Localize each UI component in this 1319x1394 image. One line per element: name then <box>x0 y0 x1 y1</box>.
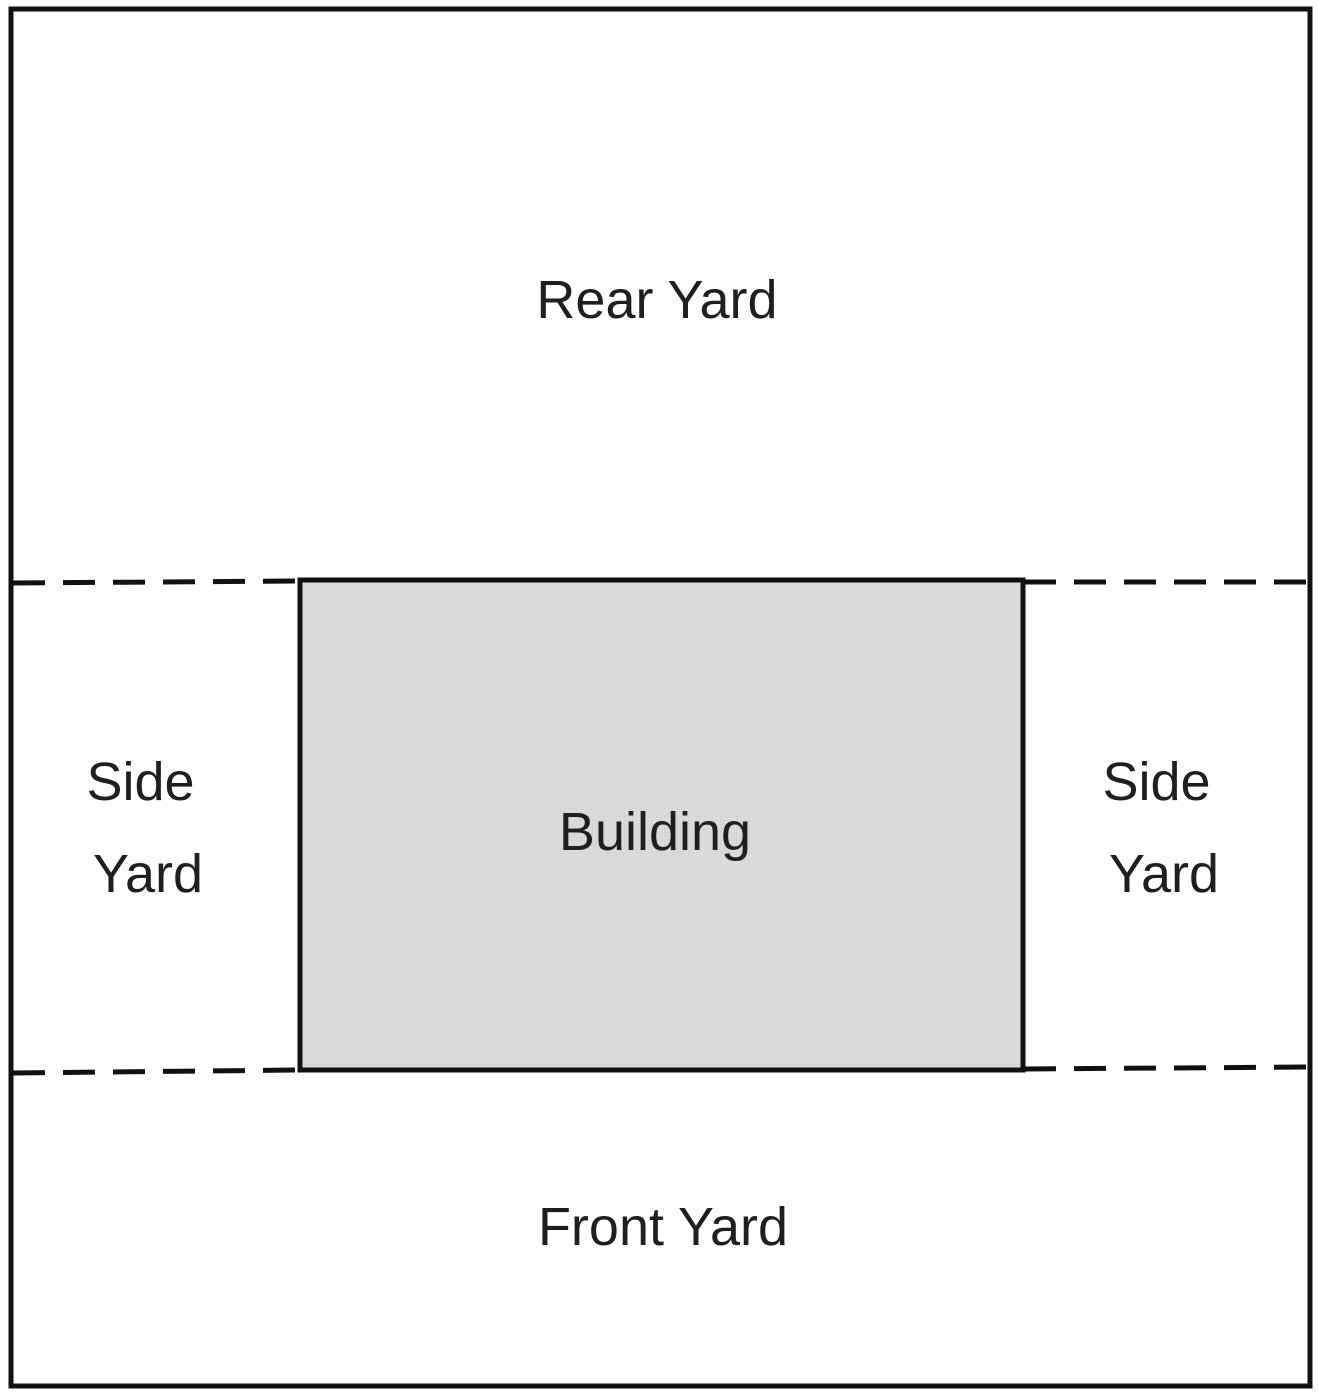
side-yard-left-label: Side Yard <box>86 752 209 904</box>
rear-yard-label: Rear Yard <box>536 270 777 330</box>
side-yard-right-line-2: Yard <box>1109 844 1219 904</box>
side-yard-right-line-1: Side <box>1102 752 1210 812</box>
side-yard-right-label: Side Yard <box>1102 752 1225 904</box>
front-yard-label: Front Yard <box>538 1197 788 1257</box>
building-footprint <box>297 577 1026 1073</box>
side-yard-left-line-1: Side <box>86 752 194 812</box>
side-yard-left-line-2: Yard <box>93 844 203 904</box>
building-label: Building <box>559 802 751 862</box>
